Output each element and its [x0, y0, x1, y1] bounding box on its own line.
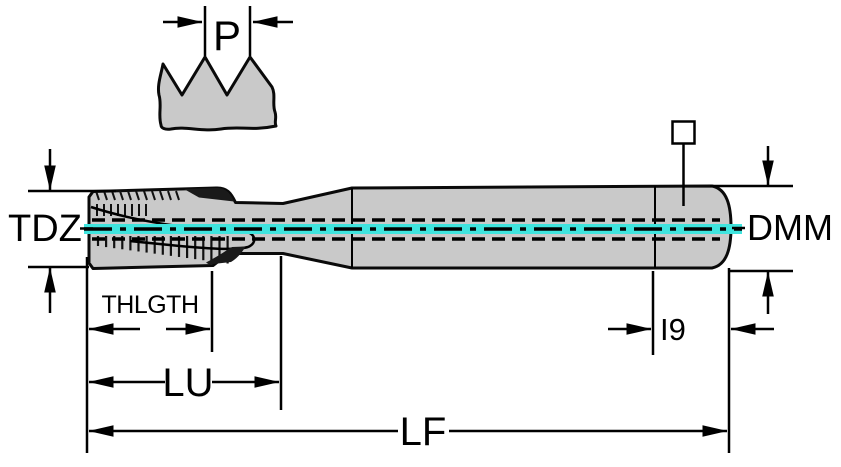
square-drive [671, 120, 696, 206]
centerline-group [84, 218, 742, 241]
dim-thread-length: THLGTH [88, 291, 211, 335]
label-pitch: P [213, 12, 241, 59]
spiral-flute-curve [90, 205, 256, 251]
dim-usable-length: LU [88, 361, 280, 405]
crest-band-dark [184, 187, 234, 202]
label-overall-length: LF [400, 410, 447, 454]
label-thread-length: THLGTH [102, 291, 199, 319]
label-thread-diameter: TDZ [8, 208, 82, 250]
label-square-length: I9 [660, 312, 686, 347]
dim-thread-diameter: TDZ [8, 149, 116, 313]
dim-square-length: I9 [608, 312, 774, 347]
thread-crest-ticks [95, 190, 180, 201]
label-shank-diameter: DMM [747, 207, 833, 248]
thread-pitch-detail: P [157, 6, 293, 132]
thread-profile-shape [157, 55, 278, 132]
dim-shank-diameter: DMM [710, 146, 833, 314]
flute-runout-dark [206, 246, 246, 265]
label-usable-length: LU [162, 361, 213, 405]
dim-overall-length: LF [88, 410, 728, 454]
